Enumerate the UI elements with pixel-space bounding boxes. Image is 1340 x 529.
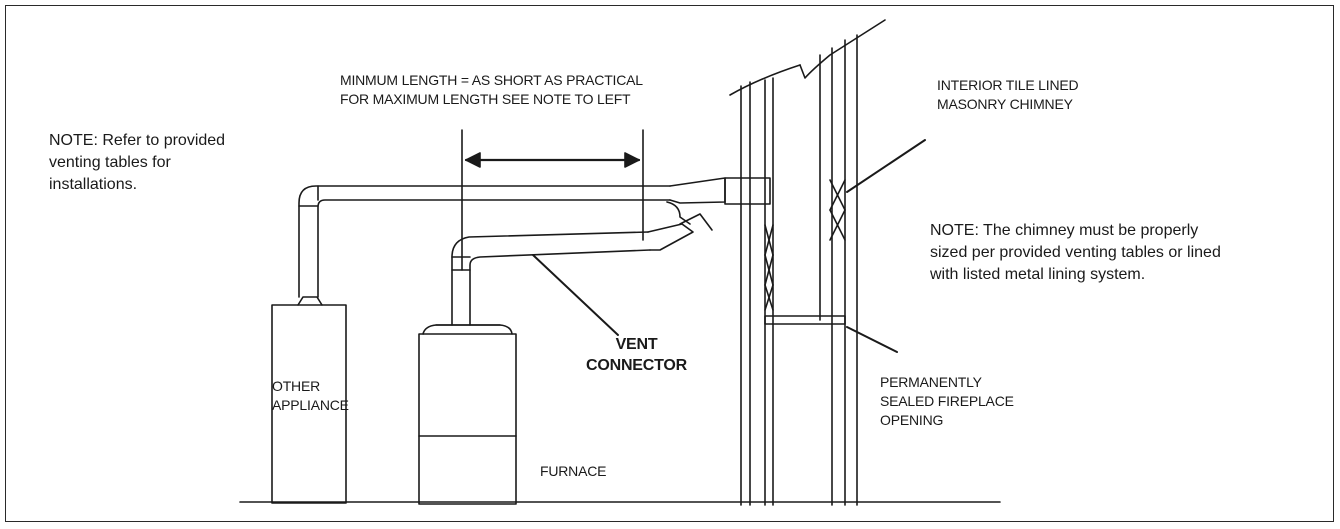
other-appliance-shape — [271, 296, 347, 504]
furnace-shape — [418, 324, 517, 505]
chimney-leader — [846, 139, 926, 193]
vent-connector-label: VENT CONNECTOR — [586, 336, 688, 374]
chimney-label: INTERIOR TILE LINED MASONRY CHIMNEY — [937, 77, 1079, 112]
right-note: NOTE: The chimney must be properly sized… — [930, 222, 1221, 283]
other-appliance-label: OTHER APPLIANCE — [272, 378, 349, 413]
masonry-chimney — [729, 19, 886, 506]
fireplace-leader — [846, 326, 898, 353]
minimum-length-label: MINMUM LENGTH = AS SHORT AS PRACTICAL FO… — [340, 72, 643, 107]
left-note: NOTE: Refer to provided venting tables f… — [49, 132, 226, 193]
vent-connector-leader — [532, 254, 619, 336]
upper-vent-pipe — [298, 177, 771, 298]
fireplace-label: PERMANENTLY SEALED FIREPLACE OPENING — [880, 374, 1014, 428]
minimum-length-dimension — [461, 129, 644, 271]
vent-connector-pipe — [451, 201, 713, 326]
diagram-frame — [5, 5, 1334, 522]
furnace-label: FURNACE — [540, 463, 607, 479]
